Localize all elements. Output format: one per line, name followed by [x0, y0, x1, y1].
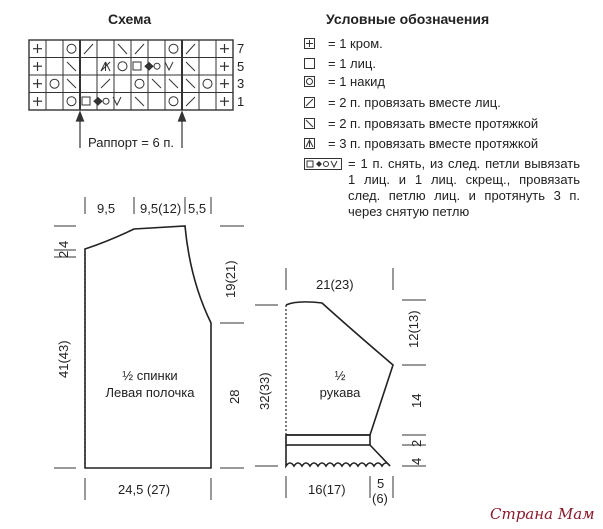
back-right-dim-19: 19(21) — [223, 260, 238, 298]
repeat-arrows — [75, 110, 187, 148]
row-number-5: 5 — [237, 59, 245, 74]
sleeve-right-dim-2: 2 — [409, 439, 424, 447]
back-dimension-lines — [54, 197, 244, 500]
sleeve-right-dim-12: 12(13) — [406, 310, 421, 348]
stitch-chart — [28, 39, 234, 111]
sleeve-bottom-dim: 16(17) — [308, 482, 346, 497]
legend-title: Условные обозначения — [326, 11, 490, 27]
backslash-box-icon — [304, 118, 315, 129]
back-label-1: ½ спинки — [122, 368, 178, 383]
row-number-7: 7 — [237, 41, 245, 56]
back-left-dim-2: 2 — [56, 250, 71, 258]
back-right-dim-28: 28 — [227, 389, 242, 404]
row-number-3: 3 — [237, 76, 245, 91]
row-number-1: 1 — [237, 94, 245, 109]
legend-complex-text: = 1 п. снять, из след. петли вывязать 1 … — [348, 156, 580, 219]
back-top-dim-3: 5,5 — [188, 201, 207, 216]
sleeve-top-dim: 21(23) — [316, 277, 354, 292]
scheme-title: Схема — [108, 11, 152, 27]
repeat-label: Раппорт = 6 п. — [88, 135, 174, 150]
chart-row-5 — [66, 61, 196, 72]
back-top-dim-2: 9,5(12) — [140, 201, 182, 216]
chart-row-3 — [49, 78, 213, 89]
chart-edge-plus-icons — [33, 44, 229, 106]
sleeve-label-2: рукава — [319, 385, 361, 400]
arrow-up-box-icon — [304, 138, 315, 149]
chart-row-1 — [66, 96, 196, 107]
plus-box-icon — [304, 38, 315, 49]
circle-box-icon — [304, 76, 315, 87]
back-bottom-dim: 24,5 (27) — [118, 482, 171, 497]
back-left-dim-41: 41(43) — [56, 340, 71, 378]
sleeve-label-1: ½ — [334, 368, 346, 383]
sleeve-right-dim-4: 4 — [409, 457, 424, 465]
sleeve-right-dim-14: 14 — [409, 393, 424, 408]
back-piece — [84, 225, 212, 469]
sleeve-bottom-dim-6: (6) — [372, 491, 388, 506]
slash-box-icon — [304, 97, 315, 108]
back-top-dim-1: 9,5 — [97, 201, 116, 216]
back-left-dim-4: 4 — [56, 240, 71, 248]
sleeve-dimension-lines — [255, 268, 426, 498]
sleeve-piece — [285, 301, 394, 469]
site-watermark: Страна Мам — [490, 505, 595, 523]
empty-box-icon — [304, 58, 315, 69]
legend: = 1 кром. = 1 лиц. = 1 накид = 2 п. пров… — [304, 36, 603, 236]
complex-stitch-icon — [304, 158, 342, 170]
sleeve-left-dim: 32(33) — [257, 372, 272, 410]
back-label-2: Левая полочка — [105, 385, 195, 400]
chart-row-7 — [66, 43, 196, 55]
sleeve-bottom-dim-5: 5 — [377, 476, 385, 491]
